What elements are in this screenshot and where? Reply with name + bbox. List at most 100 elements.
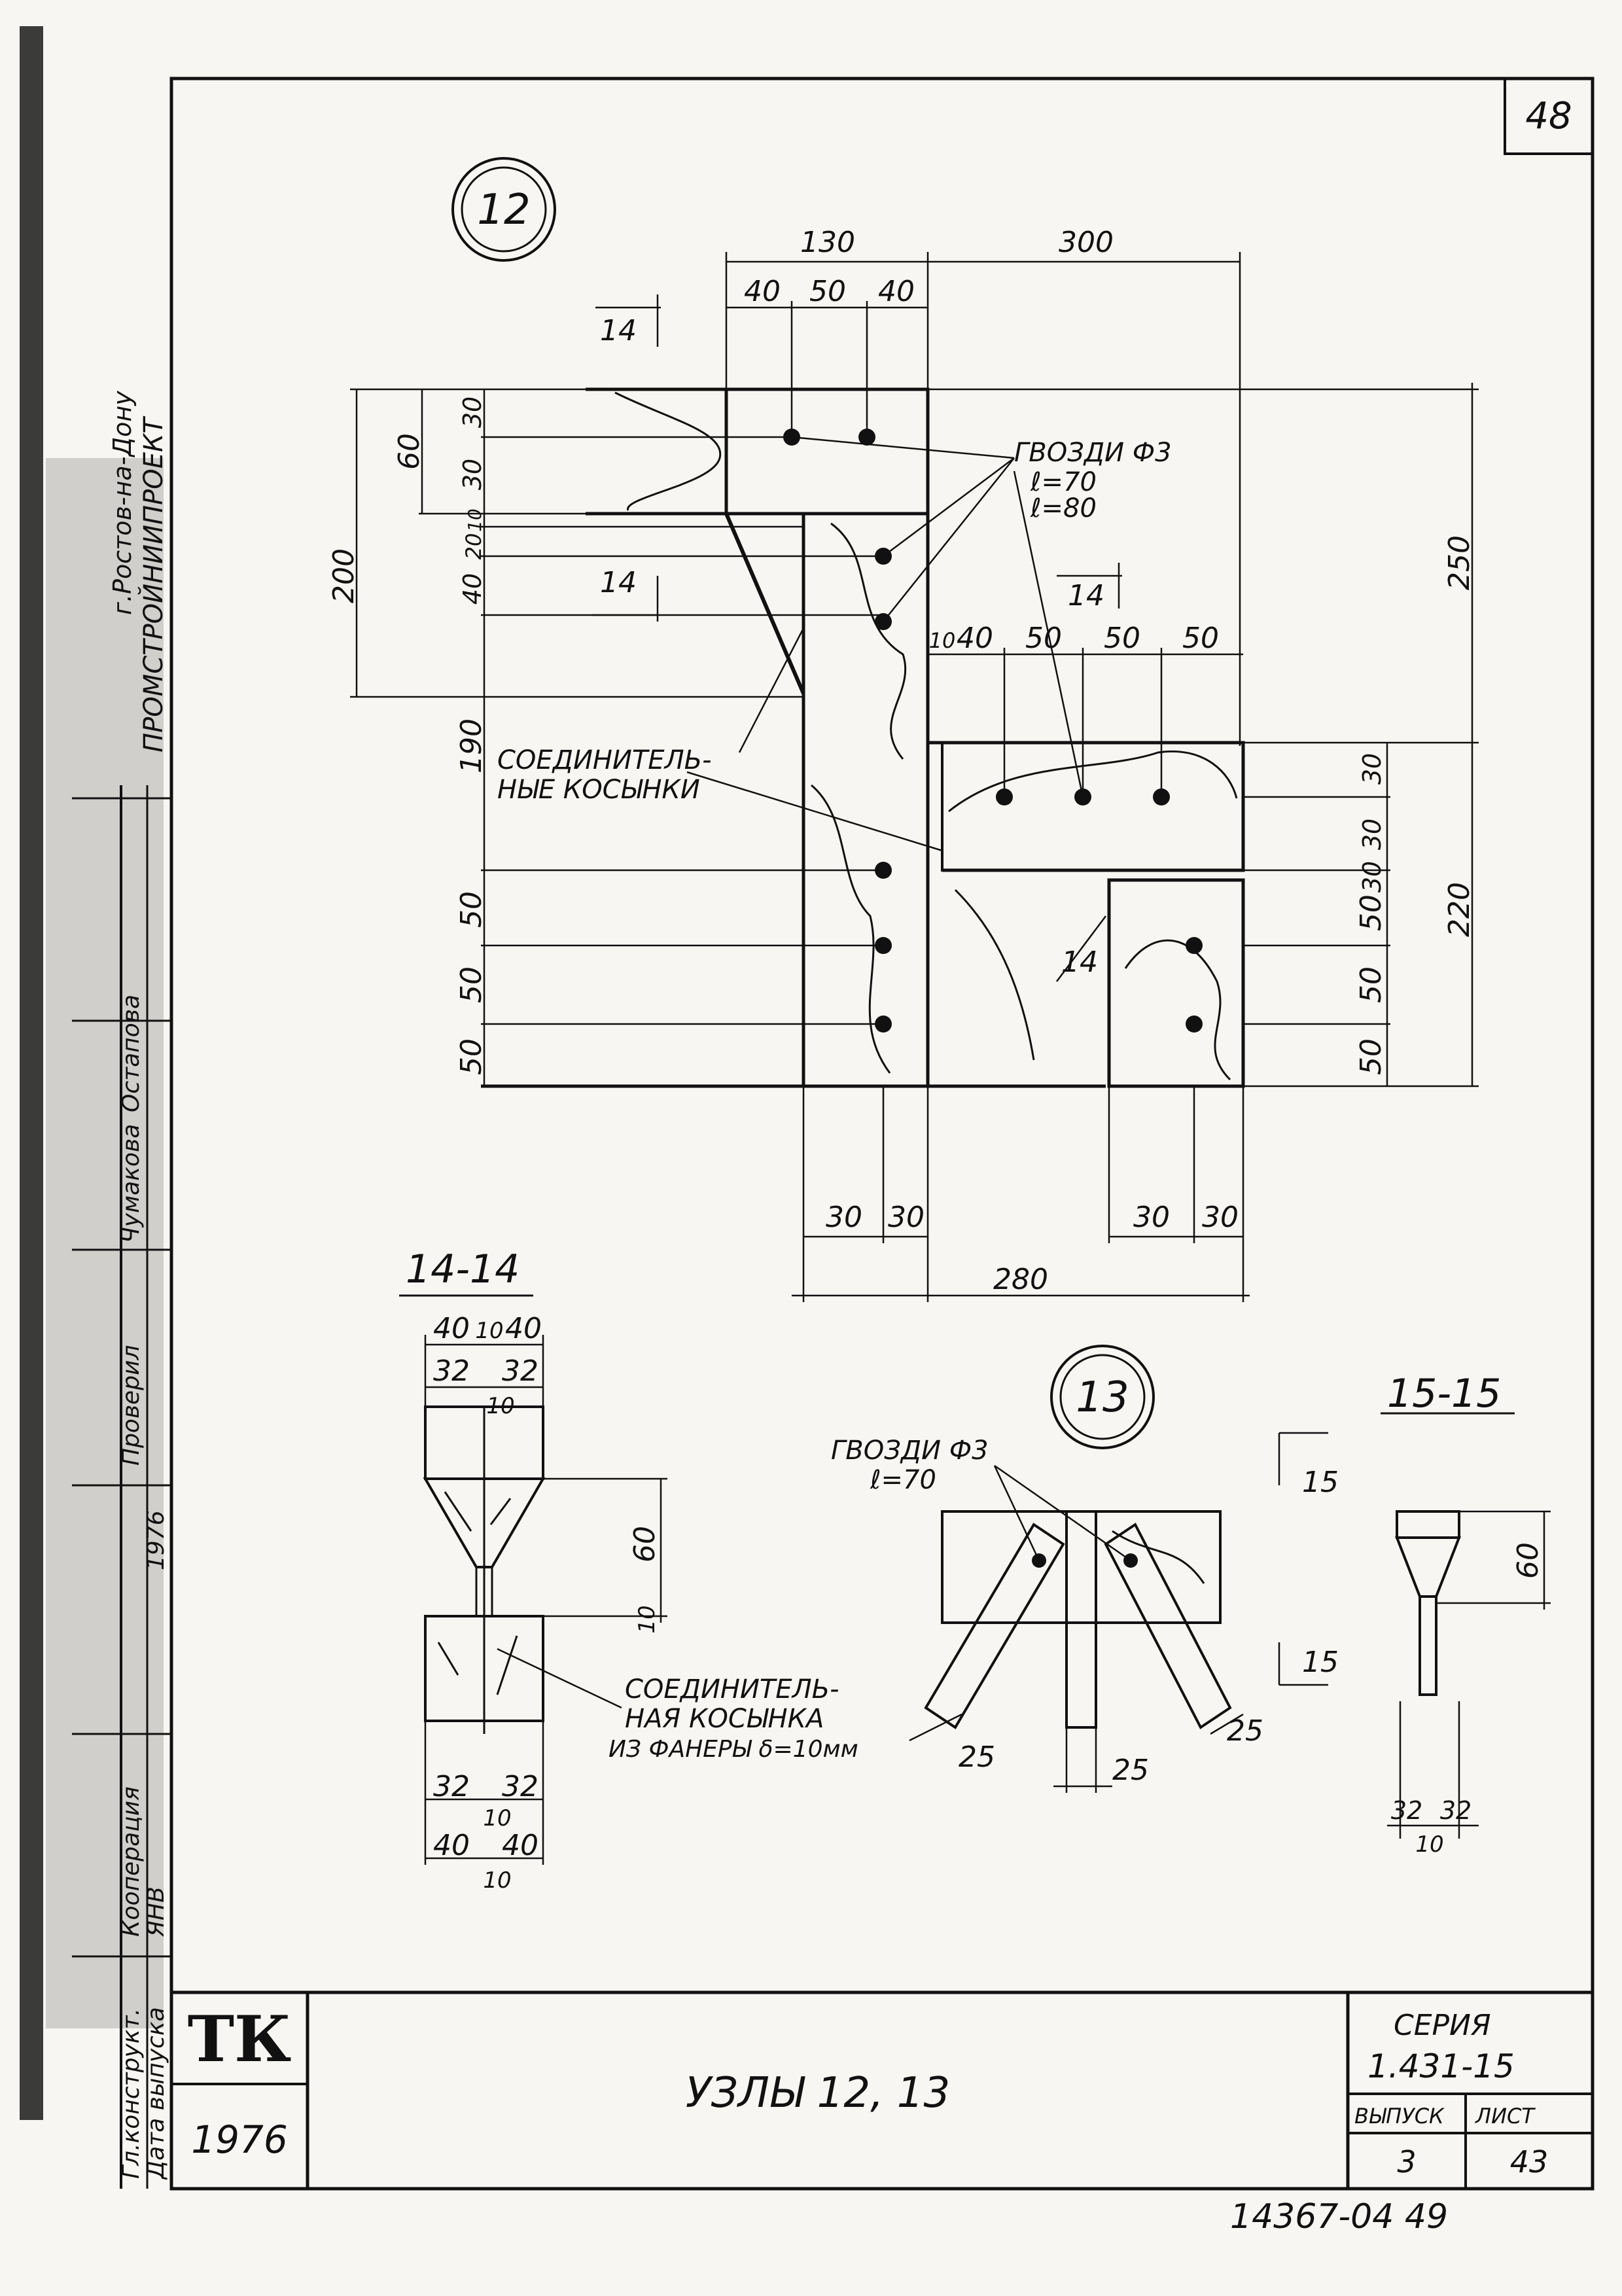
section-mark-14a: 14: [600, 314, 637, 347]
sheet-number: 48: [1525, 95, 1572, 137]
section-mark-15b: 15: [1302, 1646, 1339, 1679]
dim-bottom-30a: 30: [826, 1201, 862, 1234]
dim-top-130: 130: [800, 226, 855, 259]
section-mark-14d: 14: [1061, 945, 1098, 979]
dim-right-50c: 50: [1354, 1038, 1388, 1075]
dim-top-300: 300: [1059, 226, 1114, 259]
dim-right-30b: 30: [1358, 819, 1386, 850]
nails-node-12: [783, 429, 1203, 1033]
stamp-row-7: Остапова: [118, 995, 145, 1112]
section-mark-14b: 14: [600, 566, 637, 599]
s14-dim-40b: 40: [505, 1312, 542, 1345]
vertical-post: [802, 512, 930, 1088]
nails-length-70: ℓ=70: [1030, 467, 1097, 497]
s15-dim-32b: 32: [1440, 1796, 1472, 1825]
stamp-org: ПРОМСТРОЙНИИПРОЕКТ: [137, 415, 169, 752]
dim-top-50: 50: [809, 275, 846, 308]
sheet-in-series: 43: [1510, 2144, 1549, 2180]
section-mark-15a: 15: [1302, 1466, 1339, 1499]
s14-dim-10a: 10: [475, 1318, 503, 1344]
stamp-row-4: 1976: [143, 1510, 169, 1570]
dim-left-50c: 50: [455, 1038, 488, 1075]
horizontal-member: [928, 741, 1245, 872]
gusset-label-line2: НЫЕ КОСЫНКИ: [497, 775, 700, 805]
stamp-row-6: Чумакова: [118, 1124, 145, 1243]
stamp-row-0: Гл.конструкт.: [118, 2008, 145, 2179]
dim-left-50b: 50: [455, 966, 488, 1003]
s14-dim-40c: 40: [433, 1829, 470, 1862]
s14-dim-10e: 10: [483, 1867, 511, 1894]
right-gusset: [941, 741, 1244, 872]
drawing-title: УЗЛЫ 12, 13: [686, 2069, 950, 2117]
top-gusset: [724, 387, 930, 516]
title-year: 1976: [191, 2117, 288, 2162]
node13-dim-25c: 25: [1227, 1714, 1263, 1748]
dim-left-190: 190: [455, 718, 488, 773]
gusset-label-line1: СОЕДИНИТЕЛЬ-: [497, 745, 712, 775]
sheet-label: ЛИСТ: [1475, 2104, 1536, 2128]
node-13: 13 ГВОЗДИ Ф3 ℓ=70 15 15 25 25 25: [831, 1345, 1339, 1793]
dim-left-30a: 30: [458, 397, 487, 428]
issue-label: ВЫПУСК: [1354, 2104, 1445, 2128]
dim-top-40a: 40: [744, 275, 781, 308]
section-14-title: 14-14: [406, 1246, 520, 1292]
footer-note: 14367-04 49: [1230, 2197, 1448, 2236]
node-12: 12: [327, 157, 1479, 1302]
dim-mid-40: 40: [957, 622, 993, 655]
s14-dim-40a: 40: [433, 1312, 470, 1345]
dim-right-220: 220: [1443, 882, 1476, 937]
dim-right-250: 250: [1443, 535, 1476, 590]
s14-dim-10d: 10: [483, 1805, 511, 1831]
node-12-id: 12: [477, 186, 530, 234]
side-stamp: ПРОМСТРОЙНИИПРОЕКТ г.Ростов-на-Дону Гл.к…: [72, 391, 171, 2189]
s14-dim-60: 60: [628, 1526, 661, 1563]
s14-note-line1: СОЕДИНИТЕЛЬ-: [625, 1674, 839, 1704]
dim-bottom-30c: 30: [1133, 1201, 1170, 1234]
dim-left-30b: 30: [458, 459, 487, 490]
stamp-row-3: ЯНВ: [143, 1886, 169, 1937]
dim-left-60: 60: [393, 433, 426, 470]
dim-top-40b: 40: [878, 275, 915, 308]
s15-dim-32a: 32: [1391, 1796, 1422, 1825]
s14-dim-32b: 32: [502, 1354, 538, 1388]
s14-dim-32a: 32: [433, 1354, 470, 1388]
s14-dim-32d: 32: [502, 1770, 538, 1803]
nails-length-80: ℓ=80: [1030, 493, 1097, 523]
stamp-row-2: Кооперация: [118, 1786, 145, 1937]
dim-mid-10: 10: [929, 628, 956, 653]
dim-mid-50c: 50: [1182, 622, 1219, 655]
s14-dim-10c: 10: [634, 1605, 660, 1633]
dimension-lines-node-12: [350, 252, 1479, 1302]
dim-right-30c: 30: [1358, 861, 1386, 892]
dim-right-50b: 50: [1354, 966, 1388, 1003]
stamp-smudge: [46, 458, 164, 2028]
s14-dim-40d: 40: [502, 1829, 538, 1862]
node13-dim-25b: 25: [1112, 1754, 1149, 1787]
stamp-row-5: Проверил: [118, 1345, 145, 1466]
tk-logo: ТК: [188, 2002, 292, 2076]
dim-mid-50a: 50: [1025, 622, 1062, 655]
node13-nails-length: ℓ=70: [870, 1465, 936, 1495]
dim-right-50a: 50: [1354, 894, 1388, 931]
section-14-14: 14-14 40 10 40 32 32 10 60 10 32: [399, 1246, 858, 1894]
lower-right-member: [1107, 878, 1245, 1088]
node13-nails-label: ГВОЗДИ Ф3: [831, 1436, 989, 1466]
s14-note-line3: ИЗ ФАНЕРЫ δ=10мм: [608, 1736, 858, 1763]
section-15-15: 15-15 60 32 32 10: [1381, 1371, 1551, 1858]
section-15-title: 15-15: [1387, 1371, 1501, 1417]
series-label: СЕРИЯ: [1394, 2009, 1491, 2042]
dim-right-30a: 30: [1358, 753, 1386, 785]
s15-dim-60: 60: [1511, 1542, 1545, 1579]
sheet-number-box: [1504, 77, 1594, 155]
node13-dim-25a: 25: [959, 1740, 995, 1774]
s14-note-line2: НАЯ КОСЫНКА: [625, 1704, 824, 1734]
dim-left-20: 20: [461, 533, 486, 560]
node-13-id: 13: [1076, 1373, 1129, 1422]
s14-dim-32c: 32: [433, 1770, 470, 1803]
dim-left-200: 200: [327, 548, 361, 603]
dim-mid-50b: 50: [1104, 622, 1140, 655]
stamp-row-1: Дата выпуска: [143, 2007, 169, 2180]
series-number: 1.431-15: [1367, 2047, 1515, 2085]
sheet-frame: [169, 77, 1595, 2191]
